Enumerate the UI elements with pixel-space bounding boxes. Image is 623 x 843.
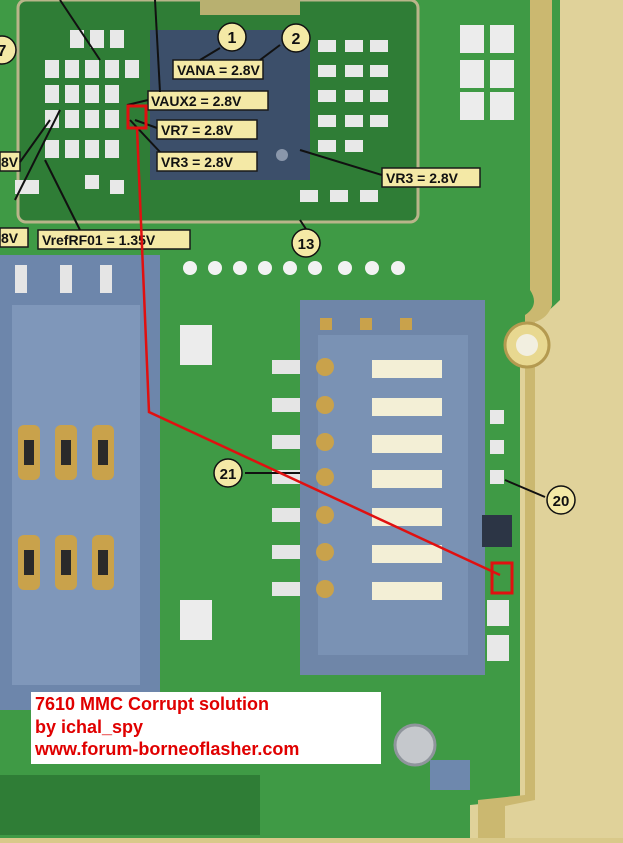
sim-contact-holes — [24, 440, 108, 575]
ic-dot — [276, 149, 288, 161]
tp-1: 1 — [228, 30, 237, 47]
board-edge — [478, 0, 552, 838]
mmc-connector-inner — [318, 335, 468, 655]
bottom-round-part — [393, 723, 437, 767]
mmc-side-pins — [272, 360, 300, 596]
caption-box: 7610 MMC Corrupt solution by ichal_spy w… — [31, 692, 381, 764]
label-vr7: VR7 = 2.8V — [161, 122, 234, 138]
caption-website: www.forum-borneoflasher.com — [35, 739, 300, 759]
voltage-label-boxes — [0, 59, 481, 250]
jumper-wire — [135, 127, 501, 577]
component-grid-left — [15, 30, 139, 194]
label-vr3-right: VR3 = 2.8V — [386, 170, 459, 186]
label-vrefrf: VrefRF01 = 1.35V — [42, 232, 156, 248]
dot-row — [183, 261, 405, 275]
caption-title: 7610 MMC Corrupt solution — [35, 694, 270, 714]
test-point-markers — [0, 22, 576, 515]
pad-left-middle — [180, 325, 212, 365]
sim-holder-inner — [12, 305, 140, 685]
label-cut-left-bottom: 8V — [1, 230, 19, 246]
mounting-hole-center — [516, 334, 538, 356]
sim-tabs — [15, 265, 112, 293]
caption-author: by ichal_spy — [35, 716, 144, 737]
mmc-top-pads — [320, 318, 412, 330]
label-cut-left-top: 8V — [1, 154, 19, 170]
small-ic-right — [482, 515, 512, 547]
tp-2: 2 — [292, 31, 301, 48]
component-grid-right — [300, 40, 388, 202]
label-vana: VANA = 2.8V — [177, 62, 261, 78]
bottom-block — [430, 760, 470, 790]
jumper-end-marker — [490, 561, 514, 595]
pad-left-bottom — [180, 600, 212, 640]
tp-7: 7 — [0, 43, 7, 60]
right-components — [487, 410, 509, 661]
mmc-contacts — [372, 360, 442, 600]
tp-13: 13 — [298, 236, 315, 253]
leader-lines — [14, 0, 546, 498]
mmc-pin-dots — [316, 358, 334, 598]
right-pads — [460, 25, 514, 120]
tp-20: 20 — [553, 493, 570, 510]
label-vaux2: VAUX2 = 2.8V — [151, 93, 242, 109]
tp-21: 21 — [220, 466, 237, 483]
bottom-strip — [0, 775, 260, 835]
top-connector — [200, 0, 300, 15]
label-vr3-left: VR3 = 2.8V — [161, 154, 234, 170]
